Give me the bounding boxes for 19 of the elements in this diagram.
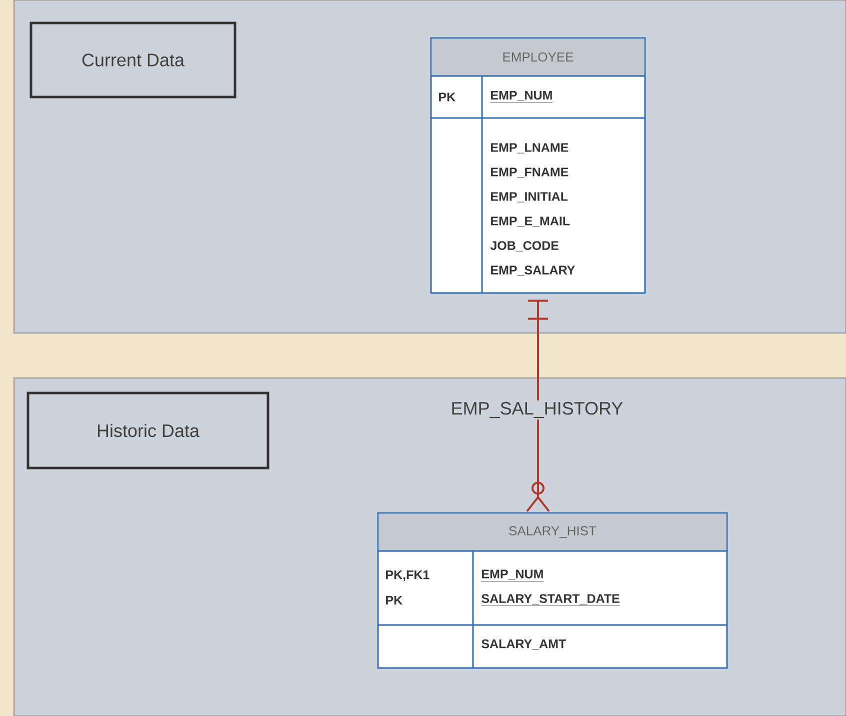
edge-label: EMP_SAL_HISTORY (452, 402, 623, 418)
attribute-name: EMP_LNAME (491, 143, 568, 154)
section-label-box: Historic Data (26, 392, 270, 470)
key-label: PK,FK1 (386, 570, 430, 582)
attribute-name: SALARY_AMT (482, 639, 566, 650)
section-label-box: Current Data (30, 22, 236, 98)
key-label: PK (439, 92, 456, 102)
attribute-name: EMP_FNAME (491, 168, 568, 178)
attribute-name: EMP_INITIAL (491, 192, 568, 202)
key-attribute: SALARY_START_DATE (481, 594, 620, 606)
table-title: EMPLOYEE (503, 52, 574, 62)
key-attribute: EMP_NUM (481, 570, 544, 582)
key-label: PK (386, 596, 402, 605)
attribute-name: JOB_CODE (490, 241, 558, 252)
key-attribute: EMP_NUM (490, 90, 553, 103)
attribute-name: EMP_SALARY (491, 266, 575, 276)
relationship-line (526, 300, 550, 512)
table-title: SALARY_HIST (509, 526, 596, 538)
attribute-name: EMP_E_MAIL (491, 216, 570, 227)
